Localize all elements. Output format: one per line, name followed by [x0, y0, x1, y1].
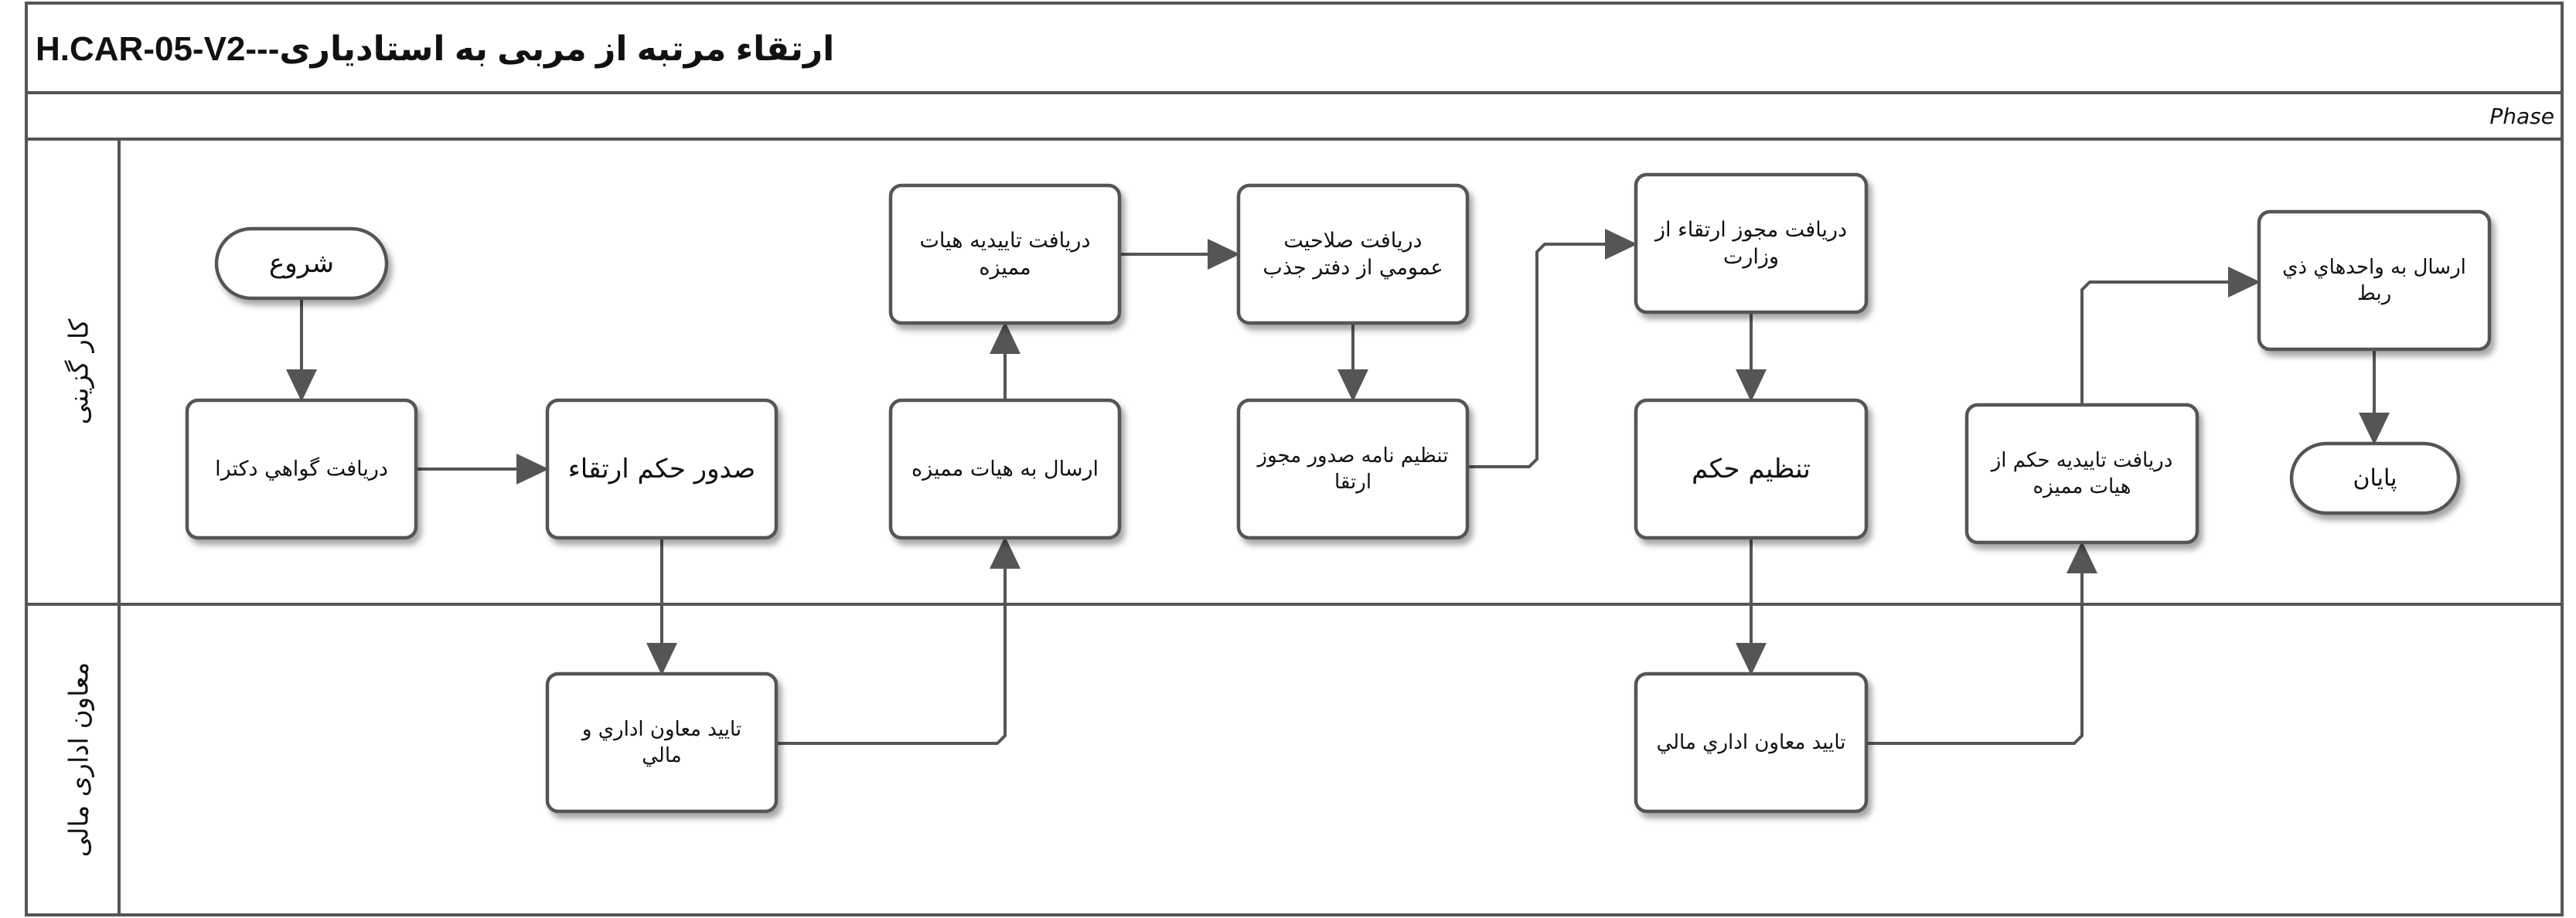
node-label-line: ارسال به واحدهاي ذي	[2282, 256, 2466, 279]
node-label-line: تنظيم حکم	[1692, 454, 1811, 484]
process-shape	[1236, 398, 1470, 540]
lane-label-admin-deputy: معاون اداری مالی	[64, 662, 95, 857]
process-box-n11[interactable]: دريافت تاييديه حکم از هيات مميزه	[1964, 403, 2199, 545]
process-shape	[545, 672, 779, 814]
process-box-n3[interactable]: تاييد معاون اداري و مالي	[545, 672, 779, 814]
connectors	[286, 229, 2390, 745]
process-shape	[1236, 183, 1470, 325]
lane-label-personnel: کار گزینی	[64, 318, 95, 425]
node-label-line: ارتقا	[1334, 471, 1371, 494]
phase-label: Phase	[2489, 104, 2554, 129]
flow-nodes: شروع دريافت گواهي دکترا صدور حکم ارتقاء تاي…	[185, 172, 2492, 814]
node-label-line: پايان	[2353, 465, 2397, 492]
node-label-line: عمومي از دفتر جذب	[1262, 256, 1443, 280]
process-shape	[185, 398, 418, 540]
process-shape	[1634, 398, 1869, 540]
terminator-end[interactable]: پايان	[2289, 441, 2461, 515]
process-box-n9[interactable]: تنظيم حکم	[1634, 398, 1869, 540]
node-label-line: تاييد معاون اداري و	[581, 718, 741, 741]
connector-n7-n8	[1467, 229, 1637, 468]
diagram-title: H.CAR-05-V2---ارتقاء مرتبه از مربی به اس…	[36, 30, 834, 69]
process-box-n7[interactable]: تنظيم نامه صدور مجوز ارتقا	[1236, 398, 1470, 540]
process-shape	[1634, 172, 1869, 314]
terminator-start[interactable]: شروع	[214, 226, 389, 301]
node-label-line: دريافت مجوز ارتقاء از	[1654, 218, 1847, 242]
process-shape	[545, 398, 779, 540]
node-label-line: صدور حکم ارتقاء	[568, 454, 755, 484]
process-shape	[1964, 403, 2199, 545]
node-label-line: دريافت تاييديه حکم از	[1990, 449, 2173, 472]
pool-frame	[25, 2, 2564, 916]
terminator-shape	[214, 226, 389, 301]
process-box-n12[interactable]: ارسال به واحدهاي ذي ربط	[2257, 209, 2492, 352]
connector-n10-n11	[1866, 541, 2097, 745]
node-label-line: تاييد معاون اداري مالي	[1656, 731, 1845, 754]
process-box-n4[interactable]: ارسال به هيات مميزه	[888, 398, 1122, 540]
node-label-line: دريافت گواهي دکترا	[215, 457, 388, 481]
node-label-line: مالي	[642, 744, 681, 767]
node-label-line: ربط	[2357, 282, 2391, 305]
node-label-line: وزارت	[1723, 245, 1779, 269]
process-shape	[1634, 672, 1869, 814]
process-box-n5[interactable]: دريافت تاييديه هيات مميزه	[888, 183, 1122, 325]
node-label-line: مميزه	[979, 256, 1031, 280]
process-box-n1[interactable]: دريافت گواهي دکترا	[185, 398, 418, 540]
node-label-line: ارسال به هيات مميزه	[911, 457, 1099, 481]
process-shape	[888, 183, 1122, 325]
process-box-n6[interactable]: دريافت صلاحيت عمومي از دفتر جذب	[1236, 183, 1470, 325]
node-label-line: دريافت صلاحيت	[1283, 229, 1422, 253]
node-label-line: تنظيم نامه صدور مجوز	[1256, 444, 1449, 468]
process-shape	[2257, 209, 2492, 352]
node-label-line: دريافت تاييديه هيات	[920, 229, 1091, 253]
terminator-shape	[2289, 441, 2461, 515]
connector-n3-n4	[776, 536, 1021, 745]
process-box-n10[interactable]: تاييد معاون اداري مالي	[1634, 672, 1869, 814]
connector-n11-n12	[2080, 267, 2261, 405]
node-label-line: هيات مميزه	[2033, 475, 2131, 498]
node-label-line: شروع	[269, 248, 334, 279]
process-box-n8[interactable]: دريافت مجوز ارتقاء از وزارت	[1634, 172, 1869, 314]
process-shape	[888, 398, 1122, 540]
process-box-n2[interactable]: صدور حکم ارتقاء	[545, 398, 779, 540]
